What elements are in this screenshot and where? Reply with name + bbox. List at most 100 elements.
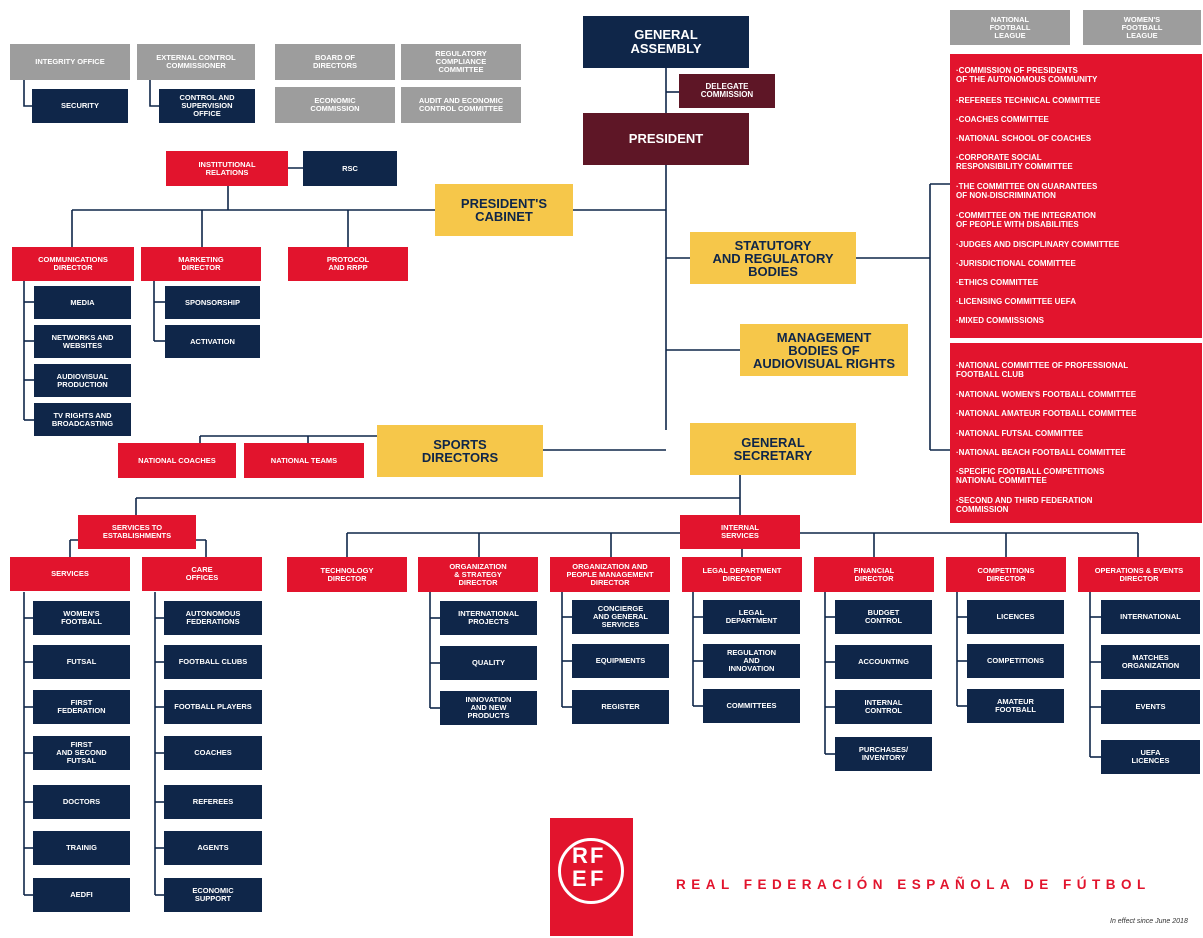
tv-rights-box: TV RIGHTS AND BROADCASTING xyxy=(34,403,131,436)
committee-item: ·NATIONAL FUTSAL COMMITTEE xyxy=(956,429,1084,438)
effective-date: In effect since June 2018 xyxy=(1110,918,1188,925)
operations-items-box: INTERNATIONAL xyxy=(1101,600,1200,634)
womens-football-league-box: WOMEN'S FOOTBALL LEAGUE xyxy=(1083,10,1201,45)
care-items-box: ECONOMIC SUPPORT xyxy=(164,878,262,912)
committee-item: ·JUDGES AND DISCIPLINARY COMMITTEE xyxy=(956,240,1120,249)
rfef-logo: R F E F xyxy=(550,818,633,936)
communications-director-box: COMMUNICATIONS DIRECTOR xyxy=(12,247,134,281)
logo-letter: F xyxy=(590,843,604,868)
protocol-box: PROTOCOL AND RRPP xyxy=(288,247,408,281)
committee-item: ·COMMISSION OF PRESIDENTS OF THE AUTONOM… xyxy=(956,66,1098,84)
audiovisual-box: AUDIOVISUAL PRODUCTION xyxy=(34,364,131,397)
org-strategy-items-box: INTERNATIONAL PROJECTS xyxy=(440,601,537,635)
care-items-box: AGENTS xyxy=(164,831,262,865)
org-strategy-director-box: ORGANIZATION & STRATEGY DIRECTOR xyxy=(418,557,538,592)
sponsorship-box: SPONSORSHIP xyxy=(165,286,260,319)
committee-item: ·REFEREES TECHNICAL COMMITTEE xyxy=(956,96,1101,105)
org-strategy-items-box: INNOVATION AND NEW PRODUCTS xyxy=(440,691,537,725)
technology-director-box: TECHNOLOGY DIRECTOR xyxy=(287,557,407,592)
financial-items-box: ACCOUNTING xyxy=(835,645,932,679)
services-items-box: WOMEN'S FOOTBALL xyxy=(33,601,130,635)
services-items-box: AEDFI xyxy=(33,878,130,912)
national-teams-box: NATIONAL TEAMS xyxy=(244,443,364,478)
legal-director-box: LEGAL DEPARTMENT DIRECTOR xyxy=(682,557,802,592)
management-bodies-box: MANAGEMENT BODIES OF AUDIOVISUAL RIGHTS xyxy=(740,324,908,376)
statutory-bodies-box: STATUTORY AND REGULATORY BODIES xyxy=(690,232,856,284)
committee-item: ·MIXED COMMISSIONS xyxy=(956,316,1045,325)
regulatory-box: REGULATORY COMPLIANCE COMMITTEE xyxy=(401,44,521,80)
services-items-box: FUTSAL xyxy=(33,645,130,679)
national-coaches-box: NATIONAL COACHES xyxy=(118,443,236,478)
committee-item: ·NATIONAL AMATEUR FOOTBALL COMMITTEE xyxy=(956,409,1137,418)
marketing-director-box: MARKETING DIRECTOR xyxy=(141,247,261,281)
committee-item: ·NATIONAL COMMITTEE OF PROFESSIONAL FOOT… xyxy=(956,361,1129,379)
committee-item: ·COACHES COMMITTEE xyxy=(956,115,1049,124)
competitions-items-box: LICENCES xyxy=(967,600,1064,634)
services-items-box: FIRST AND SECOND FUTSAL xyxy=(33,736,130,770)
rsc-box: RSC xyxy=(303,151,397,186)
care-items-box: AUTONOMOUS FEDERATIONS xyxy=(164,601,262,635)
activation-box: ACTIVATION xyxy=(165,325,260,358)
committee-item: ·COMMITTEE ON THE INTEGRATION OF PEOPLE … xyxy=(956,211,1096,229)
committee-item: ·JURISDICTIONAL COMMITTEE xyxy=(956,259,1076,268)
financial-items-box: BUDGET CONTROL xyxy=(835,600,932,634)
logo-letter: E xyxy=(572,866,587,891)
services-items-box: DOCTORS xyxy=(33,785,130,819)
operations-items-box: EVENTS xyxy=(1101,690,1200,724)
committee-item: ·NATIONAL SCHOOL OF COACHES xyxy=(956,134,1092,143)
internal-services-box: INTERNAL SERVICES xyxy=(680,515,800,549)
committee-item: ·THE COMMITTEE ON GUARANTEES OF NON-DISC… xyxy=(956,182,1098,200)
external-control-box: EXTERNAL CONTROL COMMISSIONER xyxy=(137,44,255,80)
services-box: SERVICES xyxy=(10,557,130,591)
economic-box: ECONOMIC COMMISSION xyxy=(275,87,395,123)
financial-director-box: FINANCIAL DIRECTOR xyxy=(814,557,934,592)
care-offices-box: CARE OFFICES xyxy=(142,557,262,591)
operations-items-box: MATCHES ORGANIZATION xyxy=(1101,645,1200,679)
competitions-items-box: AMATEUR FOOTBALL xyxy=(967,689,1064,723)
president-box: PRESIDENT xyxy=(583,113,749,165)
services-items-box: FIRST FEDERATION xyxy=(33,690,130,724)
operations-items-box: UEFA LICENCES xyxy=(1101,740,1200,774)
general-secretary-box: GENERAL SECRETARY xyxy=(690,423,856,475)
integrity-office-box: INTEGRITY OFFICE xyxy=(10,44,130,80)
statutory-committees-list: ·COMMISSION OF PRESIDENTS OF THE AUTONOM… xyxy=(950,54,1202,338)
media-box: MEDIA xyxy=(34,286,131,319)
sports-directors-box: SPORTS DIRECTORS xyxy=(377,425,543,477)
services-establishments-box: SERVICES TO ESTABLISHMENTS xyxy=(78,515,196,549)
legal-items-box: COMMITTEES xyxy=(703,689,800,723)
committee-item: ·LICENSING COMMITTEE UEFA xyxy=(956,297,1076,306)
committee-item: ·NATIONAL BEACH FOOTBALL COMMITTEE xyxy=(956,448,1126,457)
control-supervision-box: CONTROL AND SUPERVISION OFFICE xyxy=(159,89,255,123)
financial-items-box: PURCHASES/ INVENTORY xyxy=(835,737,932,771)
org-people-director-box: ORGANIZATION AND PEOPLE MANAGEMENT DIREC… xyxy=(550,557,670,592)
org-people-items-box: EQUIPMENTS xyxy=(572,644,669,678)
general-assembly-box: GENERAL ASSEMBLY xyxy=(583,16,749,68)
logo-letter: F xyxy=(590,866,604,891)
competitions-items-box: COMPETITIONS xyxy=(967,644,1064,678)
legal-items-box: REGULATION AND INNOVATION xyxy=(703,644,800,678)
care-items-box: COACHES xyxy=(164,736,262,770)
national-football-league-box: NATIONAL FOOTBALL LEAGUE xyxy=(950,10,1070,45)
competitions-director-box: COMPETITIONS DIRECTOR xyxy=(946,557,1066,592)
legal-items-box: LEGAL DEPARTMENT xyxy=(703,600,800,634)
audit-box: AUDIT AND ECONOMIC CONTROL COMMITTEE xyxy=(401,87,521,123)
delegate-commission-box: DELEGATE COMMISSION xyxy=(679,74,775,108)
committee-item: ·CORPORATE SOCIAL RESPONSIBILITY COMMITT… xyxy=(956,153,1073,171)
logo-ring xyxy=(558,838,624,904)
board-box: BOARD OF DIRECTORS xyxy=(275,44,395,80)
operations-director-box: OPERATIONS & EVENTS DIRECTOR xyxy=(1078,557,1200,592)
national-committees-list: ·NATIONAL COMMITTEE OF PROFESSIONAL FOOT… xyxy=(950,343,1202,523)
security-box: SECURITY xyxy=(32,89,128,123)
committee-item: ·SECOND AND THIRD FEDERATION COMMISSION xyxy=(956,496,1093,514)
federation-name: REAL FEDERACIÓN ESPAÑOLA DE FÚTBOL xyxy=(676,877,1151,892)
committee-item: ·NATIONAL WOMEN'S FOOTBALL COMMITTEE xyxy=(956,390,1137,399)
services-items-box: TRAINIG xyxy=(33,831,130,865)
financial-items-box: INTERNAL CONTROL xyxy=(835,690,932,724)
care-items-box: FOOTBALL CLUBS xyxy=(164,645,262,679)
logo-letter: R xyxy=(572,843,588,868)
networks-box: NETWORKS AND WEBSITES xyxy=(34,325,131,358)
org-people-items-box: REGISTER xyxy=(572,690,669,724)
org-people-items-box: CONCIERGE AND GENERAL SERVICES xyxy=(572,600,669,634)
institutional-relations-box: INSTITUTIONAL RELATIONS xyxy=(166,151,288,186)
care-items-box: FOOTBALL PLAYERS xyxy=(164,690,262,724)
